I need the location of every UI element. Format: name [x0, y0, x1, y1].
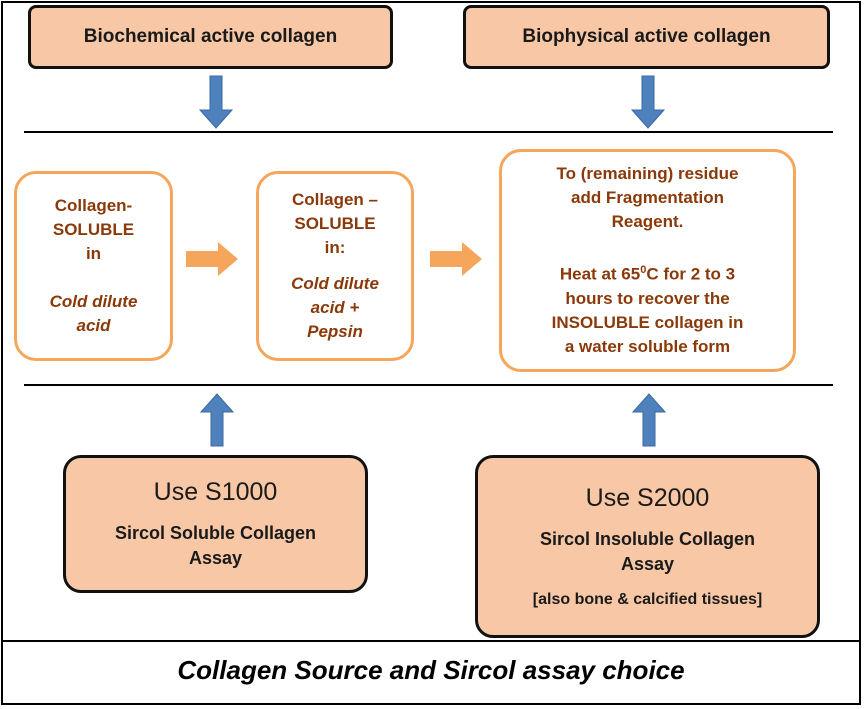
up-arrow-left: [199, 393, 235, 447]
caption-area: Collagen Source and Sircol assay choice: [1, 640, 861, 698]
divider-top: [24, 131, 833, 133]
diagram-caption: Collagen Source and Sircol assay choice: [177, 654, 685, 685]
step3-line6: INSOLUBLE collagen in: [551, 312, 744, 332]
step2-italic2: acid +: [310, 298, 360, 317]
step2-italic3: Pepsin: [307, 322, 363, 341]
step3-line1: To (remaining) residue: [556, 164, 739, 184]
step1-italic1: Cold dilute: [49, 292, 138, 311]
biochemical-label: Biochemical active collagen: [83, 26, 338, 47]
down-arrow-right: [630, 75, 666, 129]
right-arrow-2: [430, 242, 482, 276]
s2000-sub1: Sircol Insoluble Collagen: [539, 529, 756, 549]
step1-line1: Collagen-: [54, 196, 133, 215]
step1-line2: SOLUBLE: [52, 220, 135, 239]
biophysical-label: Biophysical active collagen: [522, 26, 771, 47]
s2000-sub2: Assay: [620, 554, 675, 574]
s2000-title: Use S2000: [585, 484, 710, 512]
step3-line2: add Fragmentation: [570, 188, 724, 208]
step2-italic1: Cold dilute: [291, 274, 379, 293]
step3-line5: hours to recover the: [565, 288, 730, 308]
step1-italic2: acid: [76, 316, 111, 335]
s2000-note: [also bone & calcified tissues]: [532, 591, 763, 608]
s1000-sub1: Sircol Soluble Collagen: [114, 522, 317, 543]
step2-line3: in:: [324, 238, 346, 257]
step3-line4: Heat at 650C for 2 to 3: [559, 264, 736, 284]
step2-line2: SOLUBLE: [294, 214, 376, 233]
step3-line3: Reagent.: [611, 212, 684, 232]
divider-bottom: [24, 384, 833, 386]
s1000-sub2: Assay: [188, 547, 243, 568]
step-box-acid: Collagen- SOLUBLE in Cold dilute acid: [14, 171, 173, 361]
step-box-fragmentation: To (remaining) residue add Fragmentation…: [499, 149, 796, 372]
biophysical-box: Biophysical active collagen: [463, 5, 830, 69]
step-box-pepsin: Collagen – SOLUBLE in: Cold dilute acid …: [256, 171, 414, 361]
biochemical-box: Biochemical active collagen: [28, 5, 393, 69]
step3-line7: a water soluble form: [564, 336, 731, 356]
s1000-box: Use S1000 Sircol Soluble Collagen Assay: [63, 455, 368, 593]
s1000-title: Use S1000: [153, 477, 278, 506]
down-arrow-left: [198, 75, 234, 129]
up-arrow-right: [631, 393, 667, 447]
right-arrow-1: [186, 242, 238, 276]
step1-line3: in: [85, 244, 102, 263]
step2-line1: Collagen –: [292, 190, 378, 209]
s2000-box: Use S2000 Sircol Insoluble Collagen Assa…: [475, 455, 820, 638]
